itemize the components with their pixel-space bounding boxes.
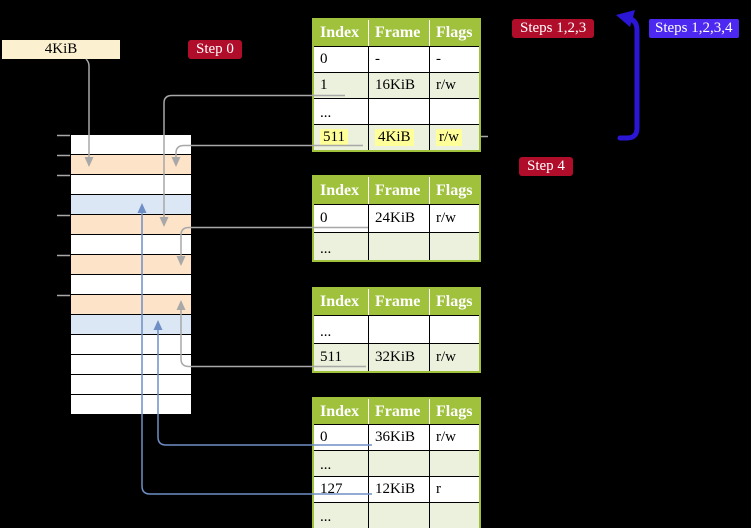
column-header: Frame [368, 399, 429, 424]
column-header: Flags [429, 20, 479, 46]
table-cell: r/w [429, 344, 479, 371]
column-header: Flags [429, 399, 479, 424]
table-header-row: Index Frame Flags [314, 177, 479, 204]
memory-row [71, 195, 191, 214]
table-row: ... [314, 315, 479, 343]
page-table-3: Index Frame Flags ... 511 32KiB r/w [312, 287, 481, 373]
table-cell: 32KiB [368, 344, 429, 371]
steps1234-badge: Steps 1,2,3,4 [649, 19, 739, 38]
table-cell: 0 [320, 429, 328, 445]
table-cell [429, 233, 479, 260]
table-cell: r/w [429, 73, 479, 98]
table-cell: 16KiB [368, 73, 429, 98]
table-cell: 12KiB [368, 477, 429, 502]
table-row: 511 32KiB r/w [314, 343, 479, 371]
table-cell: 1 [314, 73, 368, 98]
table-row: 1 16KiB r/w [314, 72, 479, 98]
table-cell: 0 [320, 210, 328, 226]
table-cell: ... [320, 105, 332, 121]
memory-row [71, 155, 191, 174]
table-row-highlighted: 511 4KiB r/w [314, 124, 479, 150]
column-header: Frame [368, 177, 429, 204]
highlight: 511 [320, 129, 348, 146]
table-cell: r/w [429, 125, 479, 150]
table-cell [368, 451, 429, 476]
table-row: 0 - - [314, 46, 479, 72]
table-row: ... [314, 98, 479, 124]
table-cell: 127 [320, 481, 343, 497]
table-cell: - [429, 47, 479, 72]
column-header: Frame [368, 20, 429, 46]
table-cell: 0 [320, 51, 328, 67]
table-header-row: Index Frame Flags [314, 399, 479, 424]
table-cell [368, 99, 429, 124]
table-cell: 36KiB [368, 425, 429, 450]
page-table-2: Index Frame Flags 0 24KiB r/w ... [312, 175, 481, 262]
table-row: 127 12KiB r [314, 476, 479, 502]
table-cell: 511 [314, 125, 368, 150]
memory-row [71, 315, 191, 334]
table-cell: ... [314, 451, 368, 476]
memory-row [71, 375, 191, 394]
memory-row [71, 215, 191, 234]
table-cell: ... [320, 324, 332, 340]
table-cell [368, 233, 429, 260]
memory-row [71, 335, 191, 354]
table-cell [429, 503, 479, 528]
table-cell: ... [314, 503, 368, 528]
column-header: Flags [429, 177, 479, 204]
table-cell: ... [314, 233, 368, 260]
column-header: Flags [429, 289, 479, 315]
table-cell: r/w [429, 425, 479, 450]
memory-row [71, 295, 191, 314]
address-tick-marks [57, 134, 70, 297]
physical-memory-column [71, 135, 191, 415]
frame-size-label: 4KiB [2, 40, 120, 59]
table-cell: 511 [314, 344, 368, 371]
table-cell: 24KiB [368, 205, 429, 232]
table-header-row: Index Frame Flags [314, 20, 479, 46]
table-cell [429, 451, 479, 476]
page-table-1: Index Frame Flags 0 - - 1 16KiB r/w ... … [312, 18, 481, 152]
table-row: ... [314, 232, 479, 260]
memory-row [71, 175, 191, 194]
loop-repeat-arrow [616, 10, 640, 141]
memory-row [71, 355, 191, 374]
column-header: Index [320, 402, 360, 420]
memory-row [71, 275, 191, 294]
table-row: 0 36KiB r/w [314, 424, 479, 450]
table-row: ... [314, 502, 479, 528]
page-table-4: Index Frame Flags 0 36KiB r/w ... 127 12… [312, 397, 481, 528]
memory-row [71, 395, 191, 414]
column-header: Frame [368, 289, 429, 315]
table-cell [429, 99, 479, 124]
highlight: 4KiB [375, 129, 414, 146]
memory-row [71, 235, 191, 254]
column-header: Index [320, 293, 360, 310]
table-row: ... [314, 450, 479, 476]
table-cell: r [429, 477, 479, 502]
steps123-badge: Steps 1,2,3 [512, 19, 595, 38]
step4-badge: Step 4 [519, 157, 573, 176]
table-row: 0 24KiB r/w [314, 204, 479, 232]
table-cell [368, 503, 429, 528]
column-header: Index [320, 181, 360, 199]
table-cell [429, 316, 479, 343]
table-header-row: Index Frame Flags [314, 289, 479, 315]
table-cell: r/w [429, 205, 479, 232]
table-cell: 4KiB [368, 125, 429, 150]
table-cell: - [368, 47, 429, 72]
memory-row [71, 135, 191, 154]
table-cell [368, 316, 429, 343]
step0-badge: Step 0 [188, 40, 242, 59]
column-header: Index [320, 24, 360, 41]
memory-row [71, 255, 191, 274]
highlight: r/w [436, 129, 462, 146]
